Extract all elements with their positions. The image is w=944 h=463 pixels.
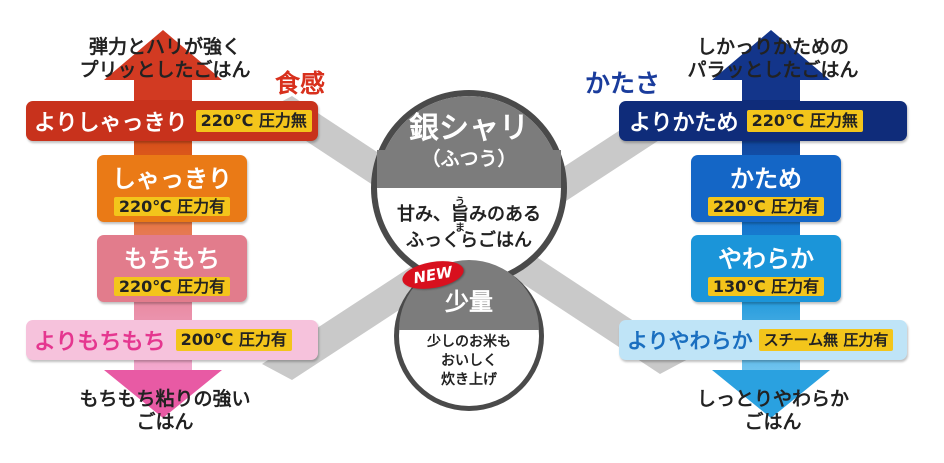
small-title: 少量 [445,288,493,316]
new-badge-label: NEW [412,262,454,288]
option-yori-yawaraka[interactable]: よりやわらか スチーム無 圧力有 [619,320,907,360]
caption-line: プリッとしたごはん [79,59,251,81]
small-desc-line: 炊き上げ [441,372,497,388]
right-axis-label: かたさ [585,69,661,98]
left-top-caption: 弾力とハリが強く プリッとしたごはん [60,36,270,82]
caption-line: しっとりやわらか [696,388,849,410]
option-shakkiri[interactable]: しゃっきり 220℃ 圧力有 [97,155,247,222]
option-spec: 130℃ 圧力有 [707,277,825,296]
ruby-base: 旨 [451,204,469,225]
left-axis-label: 食感 [275,69,326,98]
option-name: かため [730,165,802,193]
option-spec: スチーム無 圧力有 [758,329,894,351]
desc-text: みのある [469,204,541,225]
caption-line: ごはん [136,411,194,433]
left-bottom-caption: もちもち粘りの強い ごはん [60,388,270,434]
option-spec: 220℃ 圧力有 [707,197,825,216]
center-desc: 甘み、うま旨みのある ふっくらごはん [377,197,561,254]
ruby: うま旨 [451,197,469,234]
option-spec: 220℃ 圧力有 [113,197,231,216]
option-name: よりやわらか [627,329,753,353]
option-name: やわらか [718,245,814,273]
caption-line: しかっりかための [696,36,849,58]
center-desc-line1: 甘み、うま旨みのある [377,197,561,234]
right-top-caption: しかっりかための パラッとしたごはん [668,36,878,82]
option-yori-katame[interactable]: よりかため 220℃ 圧力無 [619,101,907,141]
option-spec: 220℃ 圧力無 [746,110,863,132]
option-name: よりしゃっきり [34,111,188,136]
option-name: よりもちもち [34,330,166,355]
center-desc-line2: ふっくらごはん [406,230,532,251]
caption-line: パラッとしたごはん [687,59,859,81]
caption-line: もちもち粘りの強い [79,388,251,410]
option-yawaraka[interactable]: やわらか 130℃ 圧力有 [691,235,841,302]
center-subtitle: （ふつう） [421,148,517,170]
center-circle [371,90,567,286]
right-bottom-caption: しっとりやわらか ごはん [668,388,878,434]
desc-text: 甘み、 [397,204,451,225]
option-katame[interactable]: かため 220℃ 圧力有 [691,155,841,222]
ruby-text: うま [455,197,465,234]
small-desc: 少しのお米も おいしく 炊き上げ [399,333,539,390]
small-desc-line: おいしく [441,353,497,369]
center-title: 銀シャリ [409,111,529,146]
caption-line: 弾力とハリが強く [88,36,241,58]
option-name: しゃっきり [112,165,232,193]
option-spec: 220℃ 圧力有 [113,277,231,296]
small-desc-line: 少しのお米も [427,334,511,350]
option-spec: 220℃ 圧力無 [195,110,312,132]
option-name: よりかため [629,111,739,136]
caption-line: ごはん [744,411,802,433]
option-yori-mochimochi[interactable]: よりもちもち 200℃ 圧力有 [26,320,318,360]
small-circle [394,260,544,411]
option-mochimochi[interactable]: もちもち 220℃ 圧力有 [97,235,247,302]
option-spec: 200℃ 圧力有 [175,329,292,351]
option-name: もちもち [124,245,220,273]
option-yori-shakkiri[interactable]: よりしゃっきり 220℃ 圧力無 [26,101,318,141]
